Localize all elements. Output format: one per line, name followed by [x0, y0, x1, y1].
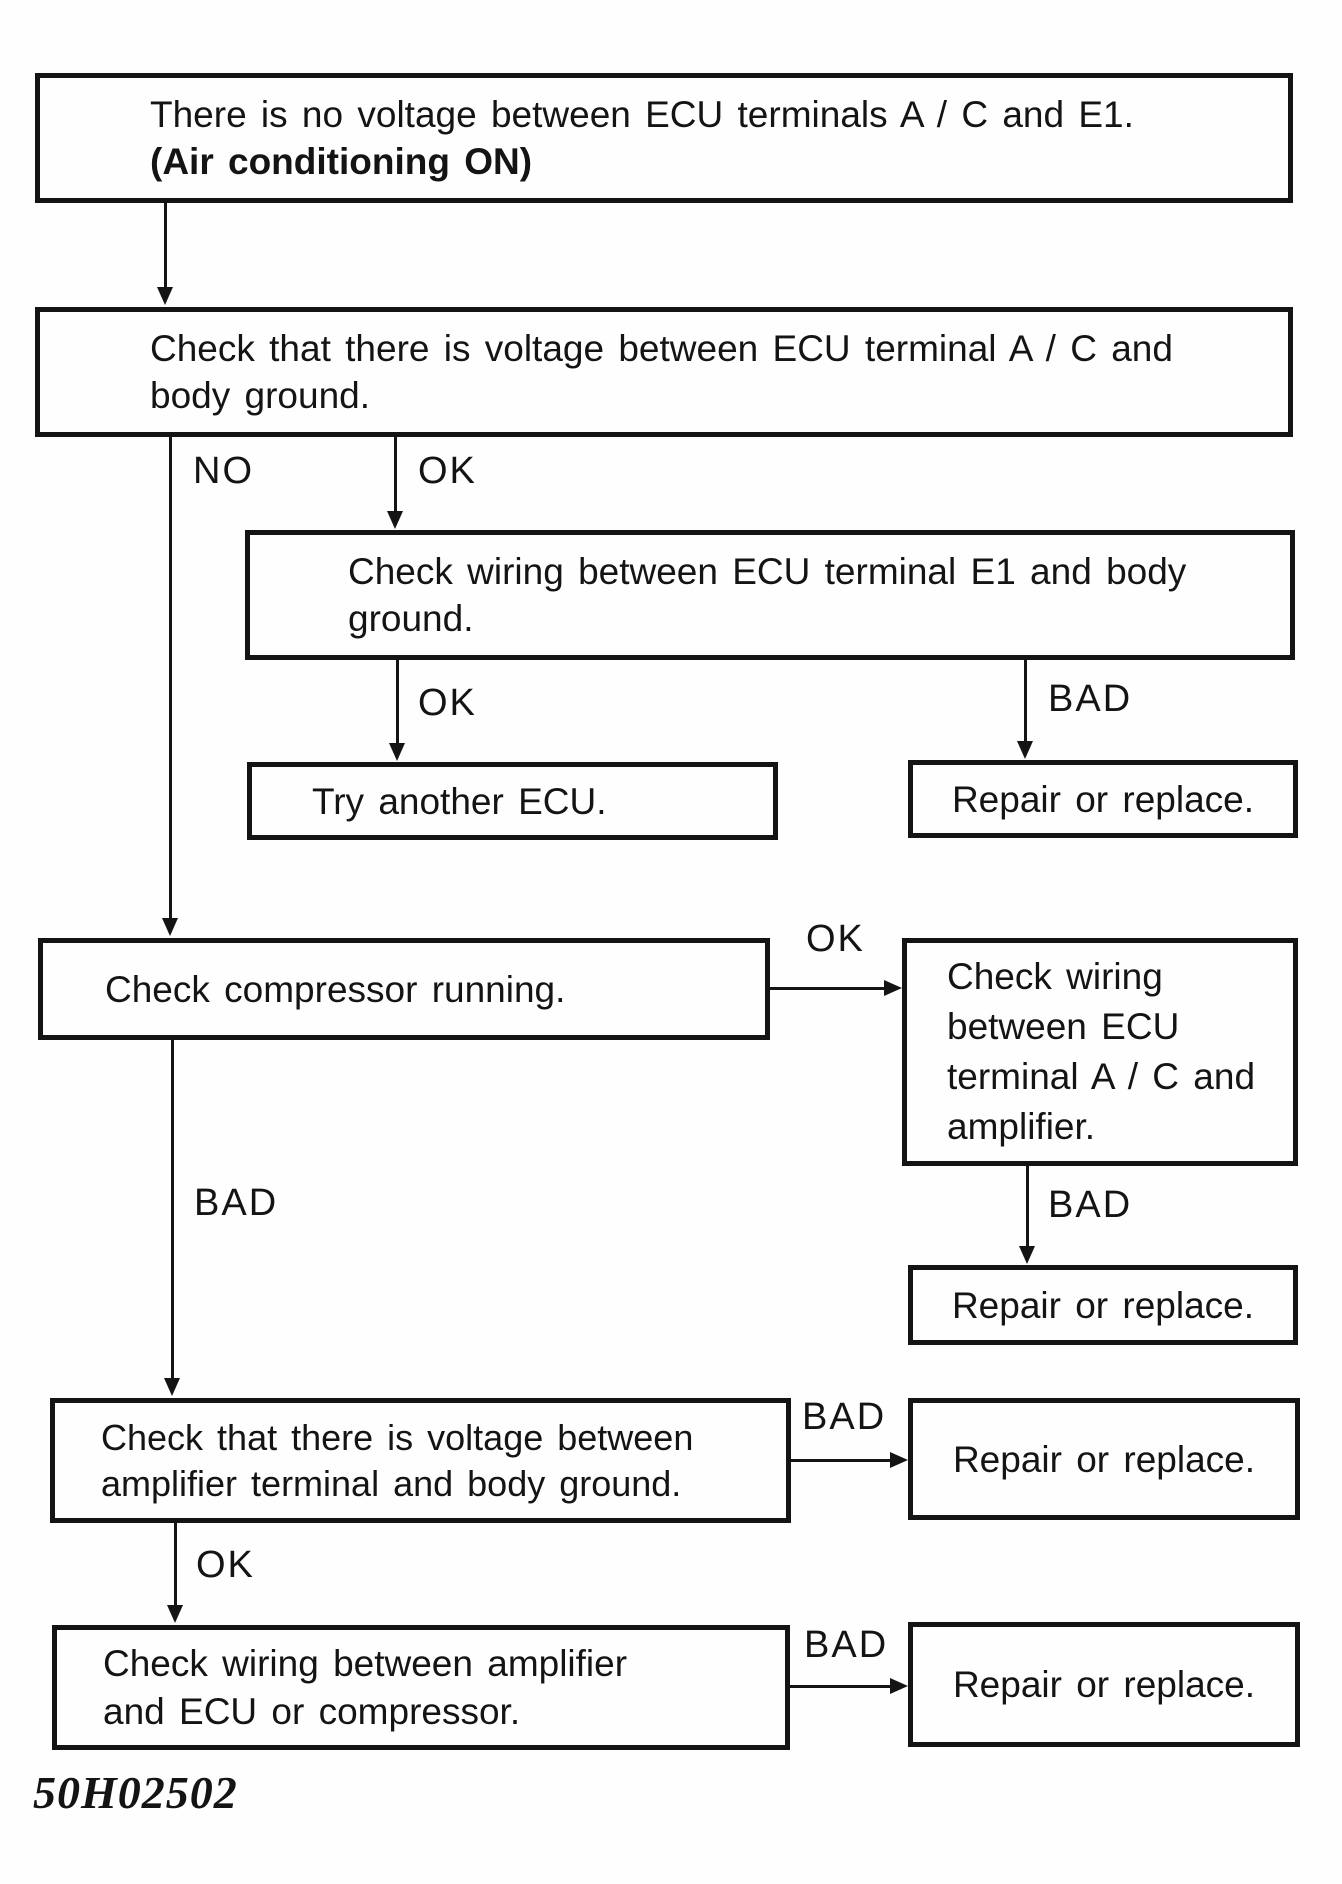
connector-bad-to-repair-2 [1026, 1166, 1029, 1248]
node-repair-or-replace-1: Repair or replace. [908, 760, 1298, 838]
connector-bad-to-volt-amp [171, 1040, 174, 1380]
node-text-line: terminal A / C and [947, 1056, 1256, 1097]
connector-no-branch [169, 437, 172, 919]
node-text-line: Check wiring between ECU terminal E1 and… [348, 551, 1187, 592]
edge-label-ok: OK [806, 918, 865, 960]
edge-label-bad: BAD [1048, 678, 1133, 720]
node-try-another-ecu: Try another ECU. [247, 762, 778, 840]
node-check-wiring-amplifier-ecu: Check wiring between amplifier and ECU o… [52, 1625, 790, 1750]
connector-ok-to-try-ecu [396, 660, 399, 745]
node-text-line: Try another ECU. [312, 780, 607, 822]
node-text-line: amplifier. [947, 1106, 1096, 1147]
node-text-line: Check compressor running. [105, 968, 566, 1010]
connector-bad-to-repair-4 [790, 1685, 892, 1688]
edge-label-bad: BAD [194, 1182, 279, 1224]
arrowhead-right-icon [890, 1452, 908, 1468]
arrowhead-down-icon [1019, 1246, 1035, 1264]
edge-label-ok: OK [196, 1544, 255, 1586]
node-text-line: Repair or replace. [952, 1664, 1256, 1705]
edge-label-bad: BAD [804, 1624, 889, 1666]
node-text-line: Check that there is voltage between ECU … [150, 328, 1173, 369]
edge-label-ok: OK [418, 450, 477, 492]
node-text-line: and ECU or compressor. [103, 1690, 521, 1732]
node-repair-or-replace-2: Repair or replace. [908, 1265, 1298, 1345]
node-text-line: There is no voltage between ECU terminal… [150, 94, 1134, 135]
node-text-line: Repair or replace. [951, 778, 1255, 820]
node-repair-or-replace-3: Repair or replace. [908, 1398, 1300, 1520]
connector-ok-to-amp-wiring [770, 987, 886, 990]
node-text-line: Check wiring [947, 956, 1163, 997]
arrowhead-down-icon [167, 1605, 183, 1623]
node-text-line: Check wiring between amplifier [103, 1642, 628, 1684]
node-no-voltage: There is no voltage between ECU terminal… [35, 73, 1293, 203]
node-check-compressor: Check compressor running. [38, 938, 770, 1040]
connector-ok-to-final-check [174, 1523, 177, 1607]
arrowhead-down-icon [162, 918, 178, 936]
arrowhead-down-icon [157, 287, 173, 305]
node-check-wiring-ac-amplifier: Check wiring between ECU terminal A / C … [902, 938, 1298, 1166]
arrowhead-right-icon [890, 1678, 908, 1694]
node-repair-or-replace-4: Repair or replace. [908, 1622, 1300, 1747]
node-text-line: Repair or replace. [951, 1284, 1255, 1326]
connector-start-to-check [164, 203, 167, 289]
node-text-line: body ground. [150, 375, 371, 416]
connector-bad-to-repair-3 [791, 1459, 892, 1462]
edge-label-ok: OK [418, 682, 477, 724]
arrowhead-down-icon [387, 511, 403, 529]
node-check-voltage-amplifier: Check that there is voltage between ampl… [50, 1398, 791, 1523]
arrowhead-down-icon [1017, 741, 1033, 759]
node-text-line: Check that there is voltage between [101, 1416, 694, 1458]
connector-ok-branch [394, 437, 397, 513]
node-text-line: (Air conditioning ON) [150, 141, 533, 182]
connector-bad-to-repair-1 [1024, 660, 1027, 743]
arrowhead-down-icon [164, 1378, 180, 1396]
figure-code: 50H02502 [33, 1767, 238, 1818]
node-text-line: between ECU [947, 1006, 1180, 1047]
node-text-line: amplifier terminal and body ground. [101, 1462, 682, 1504]
node-text-line: ground. [348, 598, 474, 639]
edge-label-bad: BAD [802, 1396, 887, 1438]
node-check-voltage-ecu-ac: Check that there is voltage between ECU … [35, 307, 1293, 437]
arrowhead-right-icon [884, 980, 902, 996]
edge-label-bad: BAD [1048, 1184, 1133, 1226]
edge-label-no: NO [193, 450, 254, 492]
node-text-line: Repair or replace. [952, 1438, 1256, 1480]
arrowhead-down-icon [389, 743, 405, 761]
node-check-wiring-e1: Check wiring between ECU terminal E1 and… [245, 530, 1295, 660]
